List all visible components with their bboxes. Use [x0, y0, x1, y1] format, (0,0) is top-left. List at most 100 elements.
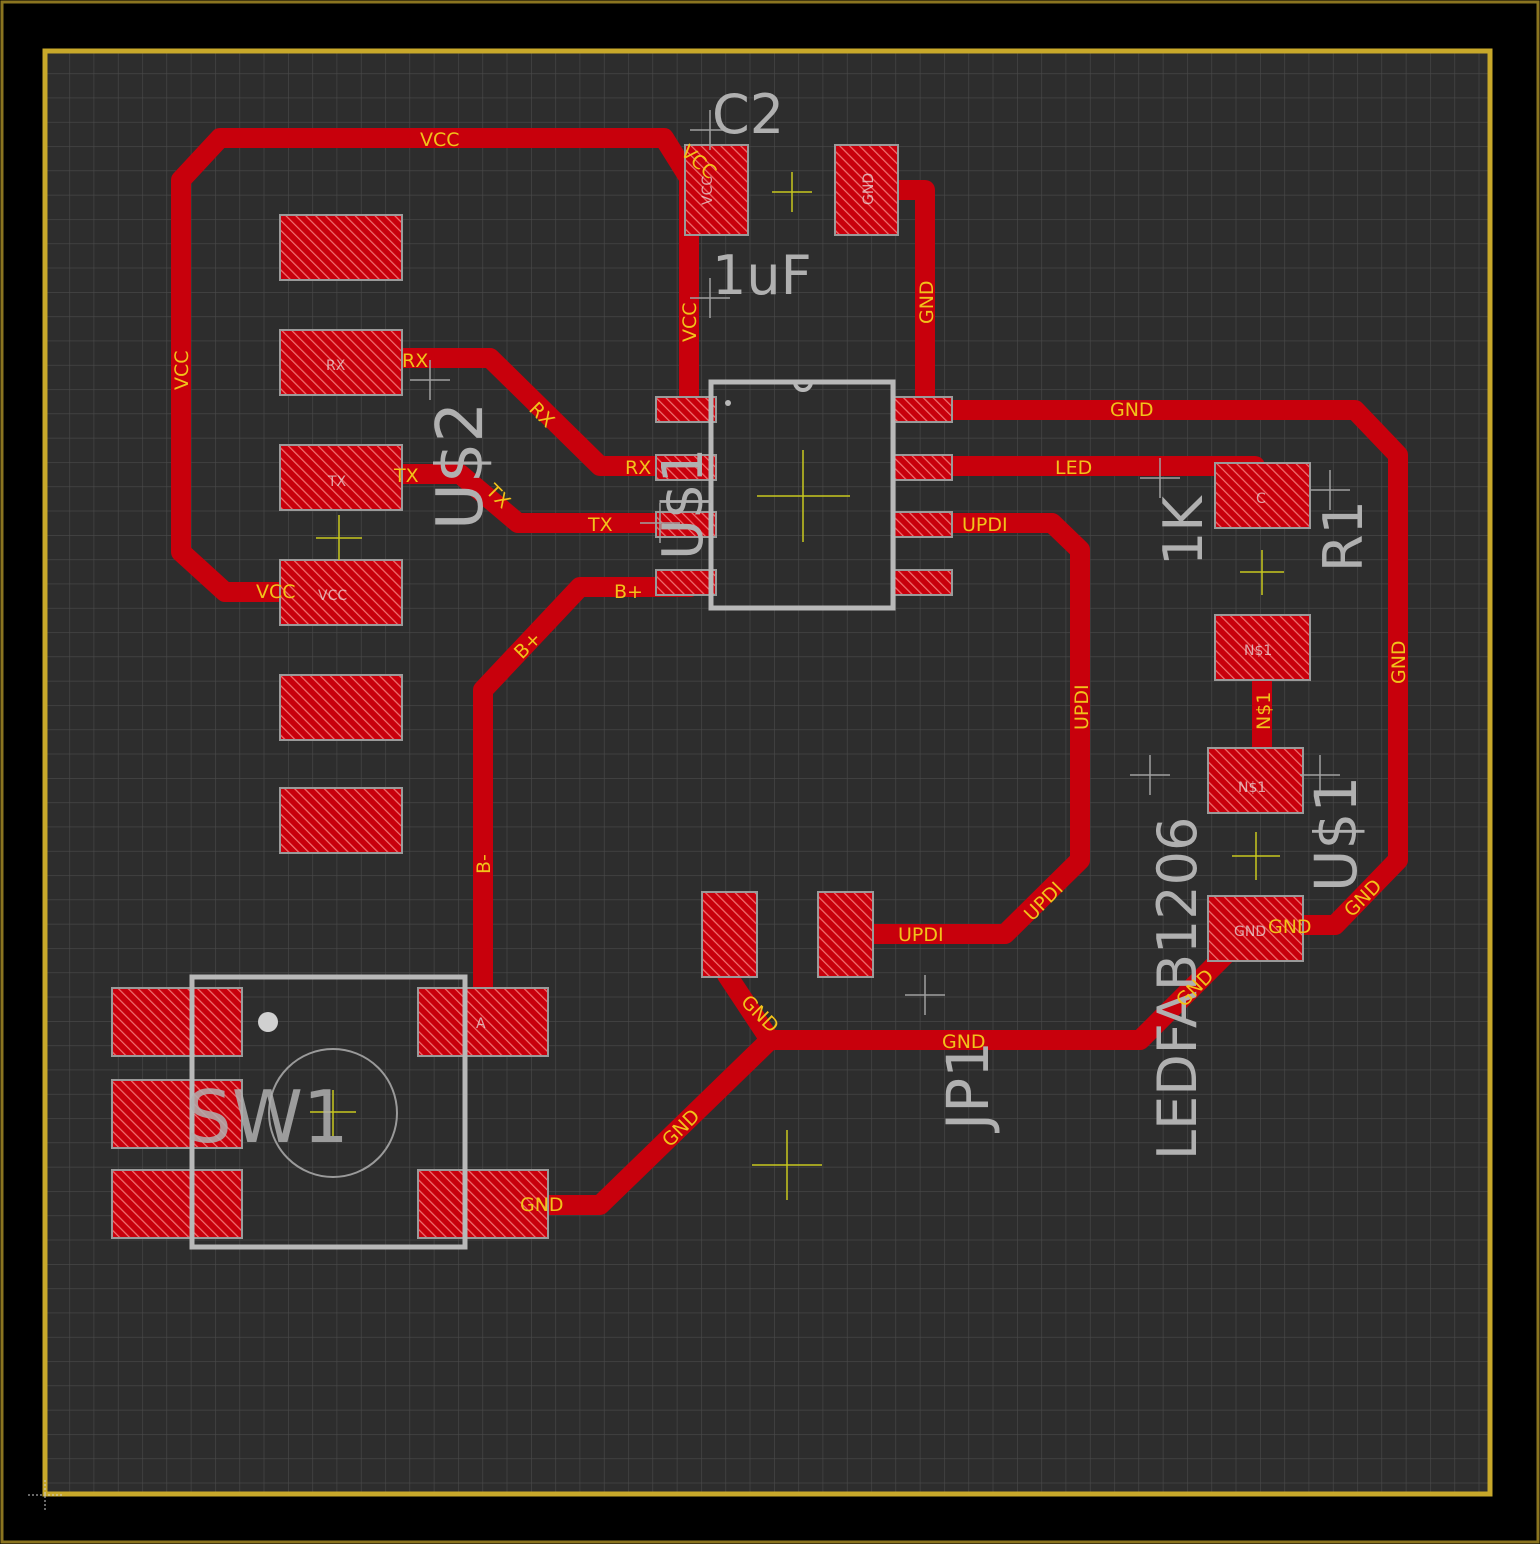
net-label-gnd-right: GND — [1388, 640, 1410, 684]
sw1-name-label: SW1 — [186, 1075, 349, 1159]
component-labels: C2 1uF U$2 U$1 R1 1K LEDFAB1206 U$1 JP1 … — [186, 83, 1375, 1160]
pad-label-tx-us2: TX — [327, 474, 347, 490]
pad-sw1-2 — [111, 1079, 243, 1149]
u1-pin1-dot — [725, 400, 731, 406]
r1-value-cross — [1140, 458, 1180, 498]
jp1-name-label: JP1 — [934, 1041, 1002, 1133]
r1-value-label: 1K — [1152, 495, 1215, 566]
pad-label-n1-led: N$1 — [1238, 780, 1266, 796]
trace-rx — [350, 348, 700, 476]
origin-marker — [28, 1480, 62, 1512]
pad-us2-3 — [279, 559, 403, 626]
net-label-tx-ic: TX — [587, 514, 613, 536]
us2-name-cross — [410, 360, 450, 400]
pad-jp1-2 — [817, 891, 874, 978]
sw1-actuator-circle — [268, 1048, 398, 1178]
pad-u1-5 — [891, 569, 953, 596]
net-label-gnd-led: GND — [1268, 916, 1312, 938]
u1-package-outline — [708, 379, 896, 611]
u1-name-label: U$1 — [651, 448, 716, 560]
pad-label-a-sw1: A — [476, 1016, 486, 1032]
pad-led-1 — [1207, 747, 1304, 814]
pad-sw1-5 — [417, 1169, 549, 1239]
jp1-name-cross — [905, 975, 945, 1015]
us2-name-label: U$2 — [424, 402, 498, 530]
sw1-pin1-dot — [258, 1012, 278, 1032]
pad-u1-4 — [655, 569, 717, 596]
board-outline — [42, 48, 1493, 1497]
pad-r1-1 — [1214, 462, 1311, 529]
board-origin-cross — [752, 1130, 822, 1200]
net-label-vcc-bottom: VCC — [256, 581, 296, 603]
pad-jp1-1 — [701, 891, 758, 978]
net-label-updi-jp1: UPDI — [898, 924, 944, 946]
pad-sw1-4 — [417, 987, 549, 1057]
net-label-gnd-bottom: GND — [942, 1031, 986, 1053]
r1-name-label: R1 — [1312, 500, 1375, 572]
pad-us2-4 — [279, 444, 403, 511]
net-label-gnd-c2: GND — [916, 280, 938, 324]
pads — [111, 144, 1311, 1239]
led-origin-cross — [1232, 832, 1280, 880]
c2-value-cross — [690, 278, 730, 318]
trace-vcc-top — [171, 128, 699, 602]
origin-crosses — [310, 110, 1350, 1200]
c2-name-label: C2 — [712, 83, 784, 146]
pad-sw1-3 — [111, 1169, 243, 1239]
pad-u1-1 — [655, 396, 717, 423]
net-label-led: LED — [1055, 457, 1092, 479]
led-name-cross — [1130, 755, 1170, 795]
pad-r1-2 — [1214, 614, 1311, 681]
trace-bplus — [473, 577, 700, 1005]
net-label-gnd-top: GND — [1110, 399, 1154, 421]
pad-sw1-1 — [111, 987, 243, 1057]
trace-tx — [350, 464, 700, 533]
pad-us2-1 — [279, 787, 403, 854]
net-label-tx-pad: TX — [393, 465, 419, 487]
c2-origin-cross — [772, 172, 812, 212]
pad-us2-6 — [279, 214, 403, 281]
pad-u1-3 — [655, 511, 717, 538]
trace-gnd-bottom — [717, 915, 1265, 1050]
pad-label-rx-us2: RX — [326, 358, 346, 374]
c2-name-cross — [690, 110, 730, 150]
pad-led-2 — [1207, 895, 1304, 962]
pad-us2-5 — [279, 329, 403, 396]
net-label-vcc-top: VCC — [420, 129, 460, 151]
pad-u1-8 — [891, 396, 953, 423]
trace-updi — [855, 513, 1090, 944]
pad-u1-2 — [655, 454, 717, 481]
c2-value-label: 1uF — [712, 244, 812, 307]
pad-u1-6 — [891, 511, 953, 538]
us1-name-cross — [1300, 755, 1340, 795]
net-label-bplus-ic: B+ — [614, 581, 643, 603]
net-label-updi-ic: UPDI — [962, 514, 1008, 536]
net-label-rx-pad: RX — [402, 350, 428, 372]
r1-origin-cross — [1240, 550, 1284, 595]
net-label-vcc-down: VCC — [679, 302, 701, 342]
pad-label-vcc-c2: VCC — [700, 176, 716, 205]
led-name-label: LEDFAB1206 — [1146, 817, 1209, 1160]
net-label-updi-right: UPDI — [1071, 684, 1093, 730]
net-label-n1: N$1 — [1253, 692, 1275, 730]
net-label-bminus: B- — [473, 854, 495, 874]
net-label-vcc-left: VCC — [171, 350, 193, 390]
us1-name-label: U$1 — [1302, 776, 1370, 892]
pad-label-n1-r1: N$1 — [1244, 643, 1272, 659]
u1-pin1-notch — [793, 381, 813, 392]
pad-label-vcc-us2: VCC — [318, 588, 347, 604]
pad-us2-2 — [279, 674, 403, 741]
net-label-gnd-sw: GND — [520, 1194, 564, 1216]
silkscreen — [189, 379, 896, 1250]
u1-origin-cross — [757, 450, 850, 542]
pad-labels: VCC GND RX TX VCC C N$1 N$1 GND A — [318, 173, 1272, 1032]
pad-label-c-r1: C — [1256, 491, 1266, 507]
pad-label-gnd-c2: GND — [861, 173, 877, 205]
us2-origin-cross — [316, 515, 362, 560]
pad-c2-1 — [684, 144, 749, 236]
sw1-package-outline — [189, 974, 468, 1250]
traces — [171, 128, 1408, 1215]
pad-label-gnd-led: GND — [1234, 924, 1266, 940]
sw1-origin-cross — [310, 1090, 356, 1136]
